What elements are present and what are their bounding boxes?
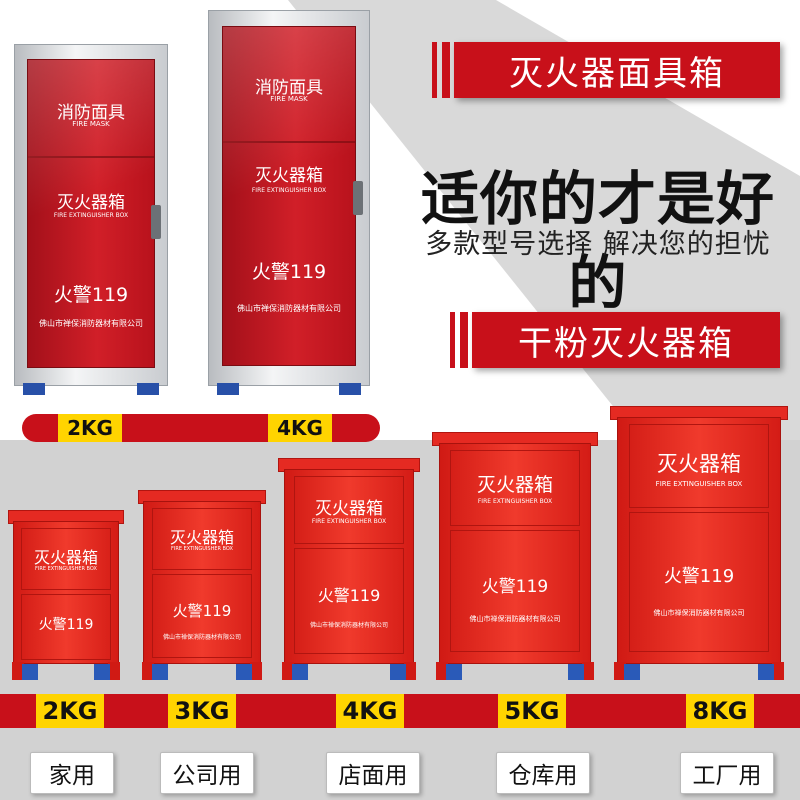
cabinet-door-lower <box>20 594 112 660</box>
cabinet-foot <box>292 664 308 680</box>
cabinet-door-upper <box>152 508 252 570</box>
alarm-label: 火警119 <box>317 586 381 605</box>
mask-label-cn: 消防面具 <box>57 102 125 123</box>
divider-line <box>222 140 356 143</box>
cabinet-foot <box>137 383 159 395</box>
company-label: 佛山市禅保消防器材有限公司 <box>469 615 561 623</box>
company-label: 佛山市禅保消防器材有限公司 <box>162 634 241 641</box>
mask-label-cn: 消防面具 <box>255 77 323 98</box>
company-label: 佛山市禅保消防器材有限公司 <box>39 318 143 328</box>
usage-home-button[interactable]: 家用 <box>30 752 114 794</box>
door-handle <box>353 181 363 215</box>
mask-label-en: FIRE MASK <box>72 119 110 128</box>
red-cabinet-5kg: 灭火器箱 FIRE EXTINGUISHER BOX 火警119 佛山市禅保消防… <box>432 432 598 680</box>
size-label-5kg: 5KG <box>498 694 566 728</box>
banner-dry-powder-box: 干粉灭火器箱 <box>450 312 780 368</box>
banner-dry-powder-box-text: 干粉灭火器箱 <box>518 323 734 364</box>
cabinet-foot <box>22 664 38 680</box>
glass-cabinet-2kg: 消防面具 FIRE MASK 灭火器箱 FIRE EXTINGUISHER BO… <box>14 44 168 395</box>
cabinet-door-upper <box>629 424 769 508</box>
usage-factory-button[interactable]: 工厂用 <box>680 752 774 794</box>
cabinet-foot <box>758 664 774 680</box>
alarm-label: 火警119 <box>38 617 94 633</box>
usage-warehouse-button[interactable]: 仓库用 <box>496 752 590 794</box>
size-label-2kg: 2KG <box>58 414 122 442</box>
usage-store-button[interactable]: 店面用 <box>326 752 420 794</box>
banner-mask-box-text: 灭火器面具箱 <box>509 53 725 94</box>
banner-mask-box: 灭火器面具箱 <box>432 42 780 98</box>
red-cabinet-4kg: 灭火器箱 FIRE EXTINGUISHER BOX 火警119 佛山市禅保消防… <box>278 458 420 680</box>
size-label-3kg: 3KG <box>168 694 236 728</box>
cabinet-door-upper <box>20 528 112 590</box>
red-cabinet-2kg: 灭火器箱 FIRE EXTINGUISHER BOX 火警119 <box>8 510 124 680</box>
cabinet-door-lower <box>450 530 580 652</box>
alarm-label: 火警119 <box>663 566 735 587</box>
company-label: 佛山市禅保消防器材有限公司 <box>653 609 745 617</box>
glass-cabinet-panel: 消防面具 FIRE MASK 灭火器箱 FIRE EXTINGUISHER BO… <box>221 25 357 367</box>
cabinet-door-lower <box>629 512 769 652</box>
alarm-label: 火警119 <box>172 602 232 620</box>
cabinet-door-upper <box>293 476 405 544</box>
mask-label-en: FIRE MASK <box>270 94 308 103</box>
subslogan: 多款型号选择 解决您的担忧 <box>425 229 771 260</box>
cabinet-door-lower <box>152 574 252 658</box>
cabinet-door-upper <box>450 450 580 526</box>
cabinet-foot <box>217 383 239 395</box>
door-handle <box>151 205 161 239</box>
box-label-en: FIRE EXTINGUISHER BOX <box>35 566 97 572</box>
red-cabinet-3kg: 灭火器箱 FIRE EXTINGUISHER BOX 火警119 佛山市禅保消防… <box>138 490 266 680</box>
size-label-4kg: 4KG <box>336 694 404 728</box>
box-label-cn: 灭火器箱 <box>315 499 383 519</box>
cabinet-foot <box>152 664 168 680</box>
box-label-en: FIRE EXTINGUISHER BOX <box>655 480 743 488</box>
cabinet-foot <box>624 664 640 680</box>
red-cabinet-8kg: 灭火器箱 FIRE EXTINGUISHER BOX 火警119 佛山市禅保消防… <box>610 406 788 680</box>
size-label-4kg: 4KG <box>268 414 332 442</box>
alarm-label: 火警119 <box>53 283 129 306</box>
cabinet-foot <box>390 664 406 680</box>
slogan: 适你的才是好的 <box>420 165 775 317</box>
company-label: 佛山市禅保消防器材有限公司 <box>237 303 341 313</box>
cabinet-foot <box>568 664 584 680</box>
alarm-label: 火警119 <box>481 577 549 597</box>
company-label: 佛山市禅保消防器材有限公司 <box>309 622 388 629</box>
box-label-cn: 灭火器箱 <box>169 528 234 547</box>
glass-cabinet-panel: 消防面具 FIRE MASK 灭火器箱 FIRE EXTINGUISHER BO… <box>27 58 155 368</box>
cabinet-foot <box>236 664 252 680</box>
box-label-en: FIRE EXTINGUISHER BOX <box>311 518 387 525</box>
size-label-2kg: 2KG <box>36 694 104 728</box>
cabinet-foot <box>339 383 361 395</box>
box-label-cn: 灭火器箱 <box>657 452 741 476</box>
cabinet-foot <box>23 383 45 395</box>
divider-line <box>28 155 154 158</box>
usage-company-button[interactable]: 公司用 <box>160 752 254 794</box>
cabinet-door-lower <box>293 548 405 654</box>
box-label-en: FIRE EXTINGUISHER BOX <box>251 186 327 194</box>
box-label-cn: 灭火器箱 <box>33 548 98 567</box>
cabinet-foot <box>446 664 462 680</box>
box-label-cn: 灭火器箱 <box>255 165 323 186</box>
box-label-cn: 灭火器箱 <box>476 474 553 496</box>
box-label-en: FIRE EXTINGUISHER BOX <box>171 546 233 552</box>
cabinet-foot <box>94 664 110 680</box>
alarm-label: 火警119 <box>251 260 327 283</box>
box-label-cn: 灭火器箱 <box>57 192 125 213</box>
glass-cabinet-4kg: 消防面具 FIRE MASK 灭火器箱 FIRE EXTINGUISHER BO… <box>208 10 370 395</box>
box-label-en: FIRE EXTINGUISHER BOX <box>53 211 129 219</box>
box-label-en: FIRE EXTINGUISHER BOX <box>477 498 553 505</box>
size-label-8kg: 8KG <box>686 694 754 728</box>
